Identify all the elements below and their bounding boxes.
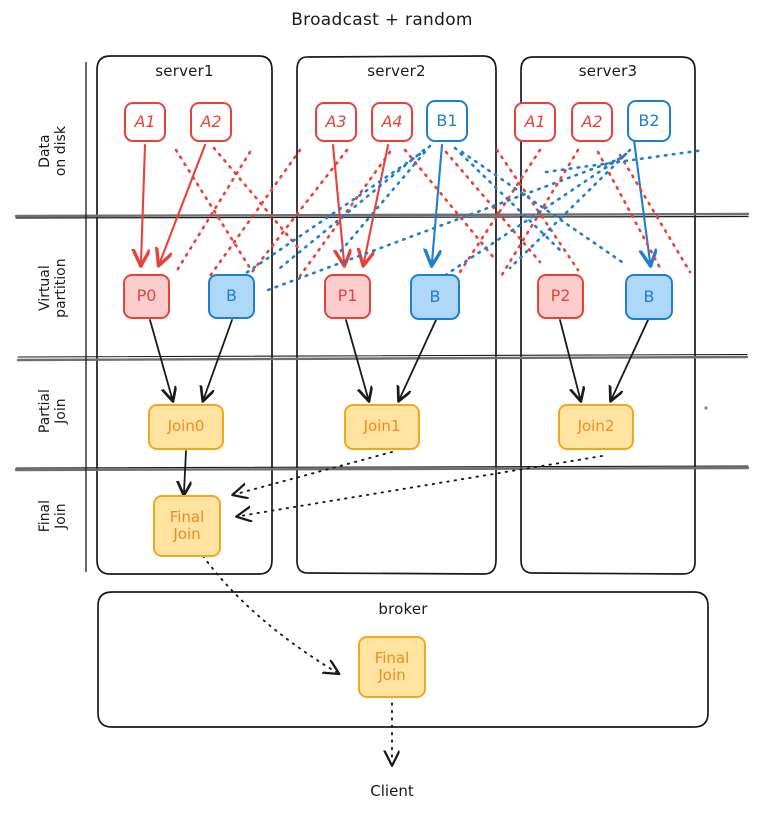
dotted-a3-left	[250, 148, 349, 274]
arrow-join1-to-final-join	[236, 451, 393, 494]
disk-node-a1-server1[interactable]: A1	[124, 102, 166, 142]
server-container-outlines	[96, 55, 709, 728]
arrow-a3-to-p1	[331, 143, 344, 262]
row-label-partial-join: Partial Join	[37, 366, 69, 456]
partition-node-p0-server1[interactable]: P0	[123, 274, 170, 319]
row-label-partial-join-line2: Join	[53, 398, 69, 424]
disk-node-b2-server3[interactable]: B2	[627, 100, 671, 142]
dotted-broadcast-links	[174, 144, 706, 292]
dotted-b1-right-1	[453, 146, 562, 252]
arrow-join2-to-final-join	[240, 455, 603, 516]
server1-title: server1	[155, 62, 214, 80]
dotted-red-right-3	[596, 150, 662, 270]
final-join-node-server1[interactable]: Final Join	[153, 495, 221, 557]
row-label-partial-join-line1: Partial	[36, 389, 53, 434]
disk-node-b1-server2[interactable]: B1	[426, 100, 468, 142]
partition-node-p2-server3[interactable]: P2	[537, 274, 584, 319]
disk-node-a3-server2[interactable]: A3	[315, 102, 357, 142]
arrow-p0-to-join0	[149, 319, 172, 398]
row-divider-lines	[14, 212, 750, 472]
join0-to-final-arrow	[184, 450, 186, 492]
disk-node-a1-server3[interactable]: A1	[514, 102, 556, 142]
dotted-red-left-2	[498, 148, 580, 280]
partial-join-node-join1-server2[interactable]: Join1	[344, 404, 420, 450]
arrow-a4-to-p1	[364, 143, 390, 262]
arrow-join0-to-final-join	[184, 450, 186, 492]
client-label: Client	[370, 782, 414, 800]
final-join-node-server1-line1: Final	[169, 507, 205, 526]
final-join-node-server1-line2: Join	[173, 525, 201, 543]
partial-join-to-final-dotted	[236, 451, 603, 516]
dotted-b2-left-3	[266, 156, 624, 292]
server1-box	[96, 55, 273, 575]
final-join-to-broker-dotted	[202, 555, 336, 672]
broker-final-join-line2: Join	[378, 666, 406, 684]
broker-box	[97, 591, 709, 728]
dotted-b1-left-3	[228, 152, 422, 286]
dotted-a4-left	[298, 150, 392, 278]
disk-node-a2-server1[interactable]: A2	[190, 102, 232, 142]
row-label-final-join-line1: Final	[36, 499, 53, 533]
row-label-data-on-disk-line2: on disk	[53, 126, 69, 177]
row-label-virtual-partition-line1: Virtual	[36, 265, 53, 311]
dotted-a2-to-right-1	[174, 148, 252, 270]
partition-node-b-server2[interactable]: B	[410, 274, 460, 320]
partial-join-node-join2-server3[interactable]: Join2	[558, 404, 634, 450]
arrow-b2-to-b-s3	[632, 138, 650, 262]
partition-node-b-server1[interactable]: B	[208, 274, 255, 319]
solid-routing-arrows	[141, 138, 650, 262]
row-label-data-on-disk-line1: Data	[36, 134, 53, 168]
disk-node-a4-server2[interactable]: A4	[371, 102, 413, 142]
server2-title: server2	[367, 62, 426, 80]
arrow-p1-to-join1	[345, 319, 368, 398]
broker-title: broker	[378, 600, 428, 618]
row-label-virtual-partition-line2: partition	[53, 258, 69, 318]
broker-final-join-node[interactable]: Final Join	[358, 636, 426, 698]
server3-title: server3	[578, 62, 638, 80]
diagram-title: Broadcast + random	[291, 10, 473, 30]
row-label-data-on-disk: Data on disk	[37, 106, 69, 196]
partition-node-b-server3[interactable]: B	[625, 274, 673, 320]
partial-join-node-join0-server1[interactable]: Join0	[148, 404, 224, 450]
partition-node-p1-server2[interactable]: P1	[324, 274, 371, 319]
dotted-red-right-2	[495, 148, 580, 272]
dotted-b-right-edge	[544, 148, 706, 174]
dotted-b1-right-2	[460, 150, 624, 264]
row-label-virtual-partition: Virtual partition	[37, 243, 69, 333]
partition-to-join-arrows	[149, 319, 649, 398]
arrow-a1-to-p0	[141, 143, 145, 262]
dotted-b1-left-1	[338, 144, 432, 254]
arrow-p2-to-join2	[559, 319, 580, 398]
dotted-red-right-4	[618, 153, 692, 274]
arrow-b-s3-to-join2	[612, 319, 649, 398]
arrow-b-s1-to-join0	[204, 319, 233, 398]
stray-ink-dot	[704, 406, 708, 410]
arrow-b-s2-to-join1	[400, 319, 437, 398]
dotted-cross-red-2	[208, 148, 302, 278]
server2-box	[296, 55, 497, 575]
server3-box	[520, 56, 696, 575]
arrow-a2-to-p0	[160, 143, 207, 262]
arrow-final-join-to-broker	[202, 555, 336, 672]
dotted-b1-left-2	[278, 148, 426, 270]
broker-final-join-line1: Final	[374, 648, 410, 667]
row-label-final-join: Final Join	[37, 471, 69, 561]
dotted-red-left-1	[458, 148, 542, 274]
dotted-cross-red-1	[174, 150, 252, 274]
dotted-a2-to-right-2	[212, 146, 302, 252]
arrow-b1-to-b-s2	[432, 143, 444, 262]
disk-node-a2-server3[interactable]: A2	[571, 102, 613, 142]
row-label-final-join-line2: Join	[53, 503, 69, 529]
dotted-a4-right	[403, 148, 496, 260]
